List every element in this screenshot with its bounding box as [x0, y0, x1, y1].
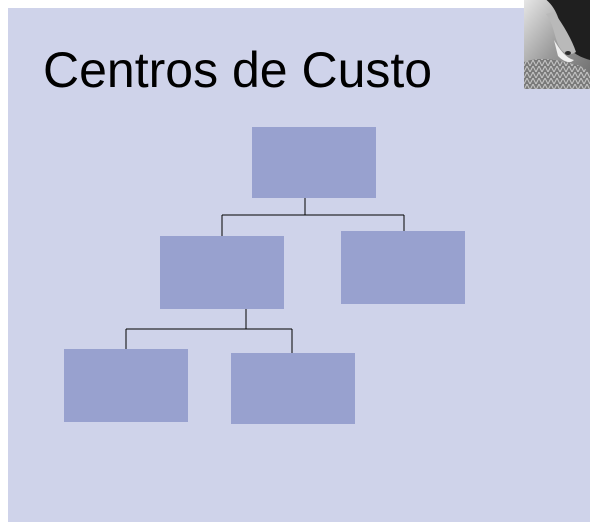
page-title: Centros de Custo	[43, 42, 433, 98]
org-node-left-child	[160, 236, 284, 309]
org-node-root	[252, 127, 376, 198]
org-node-grandchild-right	[231, 353, 355, 424]
org-node-right-child	[341, 231, 465, 304]
woman-photo-icon	[524, 0, 590, 89]
slide-background	[8, 8, 590, 522]
photo-image	[524, 0, 590, 89]
org-node-grandchild-left	[64, 349, 188, 422]
